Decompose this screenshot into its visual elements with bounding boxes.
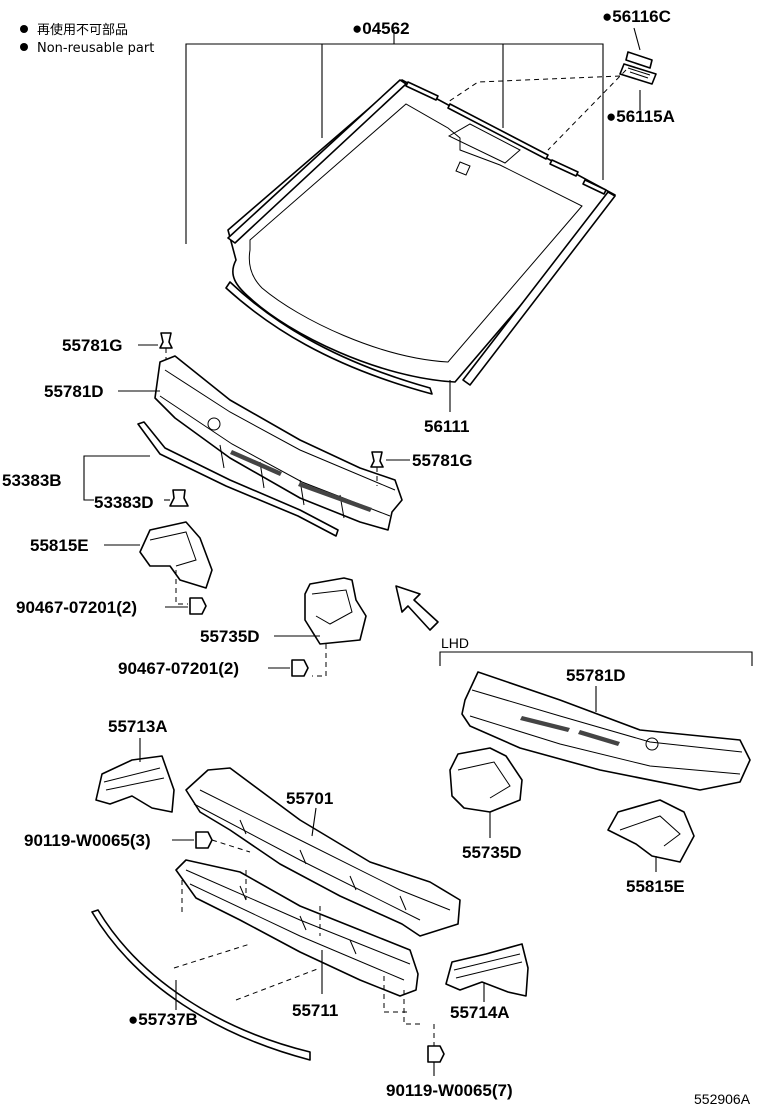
windshield-dam-lower[interactable] — [225, 281, 433, 395]
label-55781g-top[interactable]: 55781G — [62, 336, 123, 355]
sensor-window — [447, 123, 521, 164]
windshield-mold-corner[interactable] — [582, 179, 607, 195]
legend-bullet-icon — [20, 43, 28, 51]
clip-55781g-right[interactable] — [370, 451, 384, 468]
cowl-seal-53383b[interactable] — [137, 421, 339, 537]
legend-item-ja: 再使用不可部品 — [37, 22, 128, 38]
cowl-seal-55737b[interactable] — [91, 909, 311, 1061]
bolt-90119-a[interactable] — [195, 831, 213, 849]
windshield-glass[interactable] — [227, 79, 616, 383]
label-55735d[interactable]: 55735D — [200, 627, 260, 646]
label-56115a[interactable]: ●56115A — [606, 107, 675, 126]
legend-item-en: Non-reusable part — [37, 41, 154, 56]
label-53383b[interactable]: 53383B — [2, 471, 62, 490]
legend-bullet-icon — [20, 25, 28, 33]
direction-arrow-icon — [395, 585, 439, 631]
bracket-55735d-group — [268, 577, 367, 677]
cowl-side-bracket-55815e[interactable] — [139, 521, 213, 589]
clip-53383d[interactable] — [169, 489, 189, 507]
label-90467-b[interactable]: 90467-07201(2) — [118, 659, 239, 678]
windshield-mold-top-mid[interactable] — [447, 103, 549, 160]
legend: 再使用不可部品 Non-reusable part — [20, 22, 154, 56]
windshield-mold-top[interactable] — [405, 81, 439, 101]
label-55815e-lhd[interactable]: 55815E — [626, 877, 685, 896]
label-90119-a[interactable]: 90119-W0065(3) — [24, 831, 151, 850]
cowl-louver-group — [83, 332, 410, 537]
figure-code: 552906A — [694, 1091, 751, 1107]
bolt-90119-b[interactable] — [427, 1045, 445, 1063]
glass-marker — [455, 161, 471, 176]
label-55713a[interactable]: 55713A — [108, 717, 168, 736]
cowl-side-bracket-55735d-lhd[interactable] — [449, 747, 523, 813]
label-55714a[interactable]: 55714A — [450, 1003, 510, 1022]
windshield-mold-right[interactable] — [462, 191, 616, 386]
label-56116c[interactable]: ●56116C — [602, 7, 671, 26]
label-lhd: LHD — [441, 635, 469, 651]
cowl-lower-panel-55711[interactable] — [175, 859, 419, 997]
clip-55781g-top[interactable] — [159, 332, 173, 349]
label-55781g-right[interactable]: 55781G — [412, 451, 473, 470]
windshield-mold-left[interactable] — [227, 79, 407, 244]
label-55815e[interactable]: 55815E — [30, 536, 89, 555]
label-55781d[interactable]: 55781D — [44, 382, 104, 401]
clip-56115a[interactable] — [619, 63, 657, 85]
cowl-louver-lhd[interactable] — [461, 671, 751, 791]
bracket-55815e-group — [104, 521, 213, 615]
label-04562[interactable]: ●04562 — [352, 19, 410, 38]
label-55711[interactable]: 55711 — [292, 1001, 338, 1020]
label-55781d-lhd[interactable]: 55781D — [566, 666, 626, 685]
windshield-mold-top-right[interactable] — [549, 159, 579, 177]
cowl-side-bracket-55815e-lhd[interactable] — [607, 799, 695, 863]
louver-vent-grille — [230, 450, 282, 476]
lhd-box — [439, 651, 753, 872]
label-53383d[interactable]: 53383D — [94, 493, 154, 512]
label-55735d-lhd[interactable]: 55735D — [462, 843, 522, 862]
screw-90467-b[interactable] — [291, 659, 309, 677]
label-55701[interactable]: 55701 — [286, 789, 333, 808]
label-90119-b[interactable]: 90119-W0065(7) — [386, 1081, 513, 1100]
label-90467-a[interactable]: 90467-07201(2) — [16, 598, 137, 617]
lower-panel-group — [91, 738, 529, 1076]
windshield-glass-group — [185, 27, 657, 412]
cowl-top-ventilator-louver[interactable] — [154, 355, 403, 531]
label-56111[interactable]: 56111 — [424, 417, 469, 436]
windshield-inner-edge — [248, 103, 583, 363]
screw-90467-a[interactable] — [189, 597, 207, 615]
label-55737b[interactable]: ●55737B — [128, 1010, 198, 1029]
cowl-side-bracket-55735d[interactable] — [304, 577, 367, 645]
clip-56116c[interactable] — [625, 51, 653, 69]
